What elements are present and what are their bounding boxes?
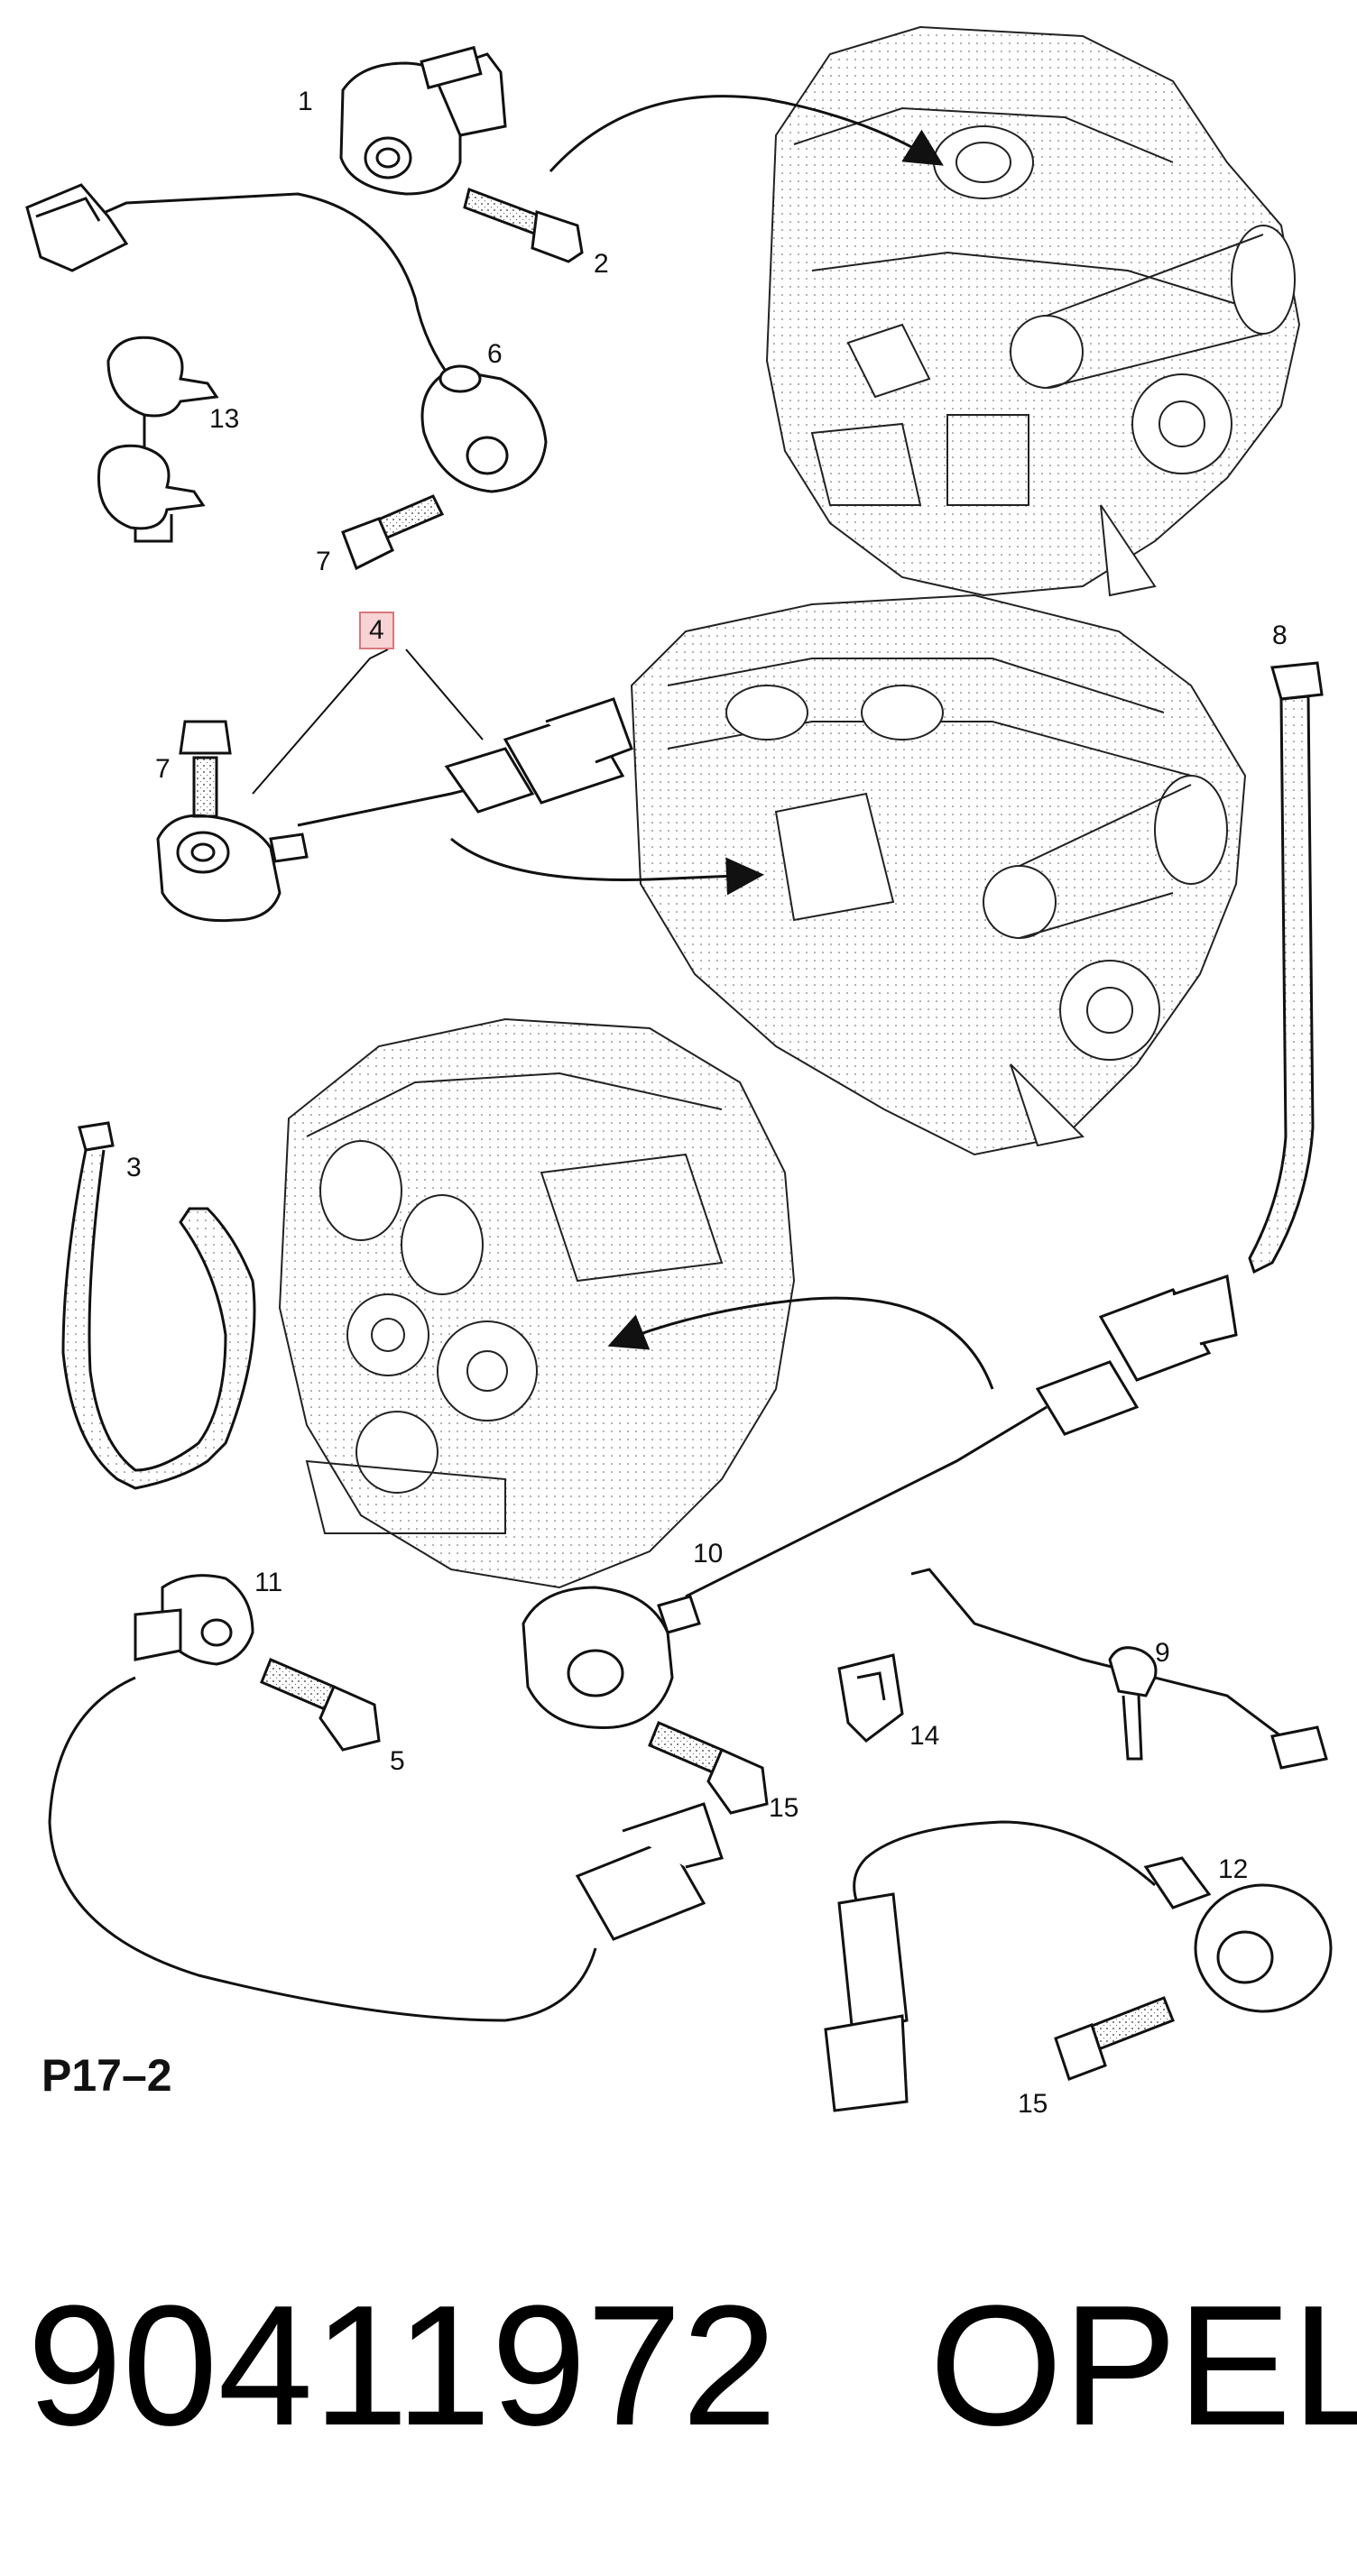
- callout-1: 1: [298, 87, 313, 116]
- callout-12: 12: [1218, 1854, 1249, 1884]
- part-15-bolt-lower: [1054, 1996, 1175, 2081]
- callout-7-middle: 7: [155, 754, 171, 784]
- part-10-knock-sensor-cable: [522, 1274, 1238, 1729]
- callout-3: 3: [126, 1153, 142, 1182]
- callout-7-top: 7: [316, 547, 331, 576]
- part-13-clip: [97, 336, 219, 543]
- callout-14: 14: [909, 1721, 940, 1751]
- callout-4-highlighted: 4: [359, 612, 394, 649]
- part-7-bolt-top: [341, 494, 445, 571]
- callout-15-center: 15: [769, 1793, 799, 1823]
- diagram-label: P17–2: [42, 2050, 172, 2101]
- callout-6: 6: [487, 339, 503, 369]
- engine-illustration-top: [765, 25, 1301, 597]
- part-1-knock-sensor: [339, 45, 507, 196]
- part-3-cable-tie: [61, 1121, 256, 1490]
- part-15-bolt-center: [648, 1721, 769, 1815]
- callout-15-lower: 15: [1018, 2089, 1048, 2119]
- callout-9: 9: [1155, 1638, 1170, 1668]
- callout-2: 2: [594, 249, 609, 279]
- callout-13: 13: [209, 404, 240, 434]
- part-14-clip: [837, 1653, 904, 1743]
- callout-5: 5: [390, 1746, 405, 1776]
- engine-illustration-lower: [278, 1017, 796, 1589]
- part-12-knock-sensor-cable: [824, 1820, 1333, 2112]
- part-8-cable-tie: [1248, 661, 1324, 1274]
- part-9-sensor-lead: [910, 1568, 1328, 1770]
- engine-illustration-middle: [630, 593, 1247, 1156]
- part-4-knock-sensor-assembly: [156, 649, 633, 923]
- part-6-knock-sensor-cable: [25, 183, 548, 493]
- part-number: 90411972: [27, 2270, 778, 2461]
- part-7-bolt-middle: [179, 720, 232, 818]
- callout-11: 11: [254, 1568, 283, 1597]
- location-arrows: [450, 95, 994, 1390]
- part-2-bolt: [463, 188, 584, 263]
- callout-10: 10: [693, 1539, 724, 1569]
- brand-name: OPEL: [929, 2270, 1357, 2461]
- callout-8: 8: [1272, 621, 1288, 650]
- part-11-knock-sensor-cable: [48, 1574, 724, 2022]
- part-5-bolt: [260, 1658, 381, 1752]
